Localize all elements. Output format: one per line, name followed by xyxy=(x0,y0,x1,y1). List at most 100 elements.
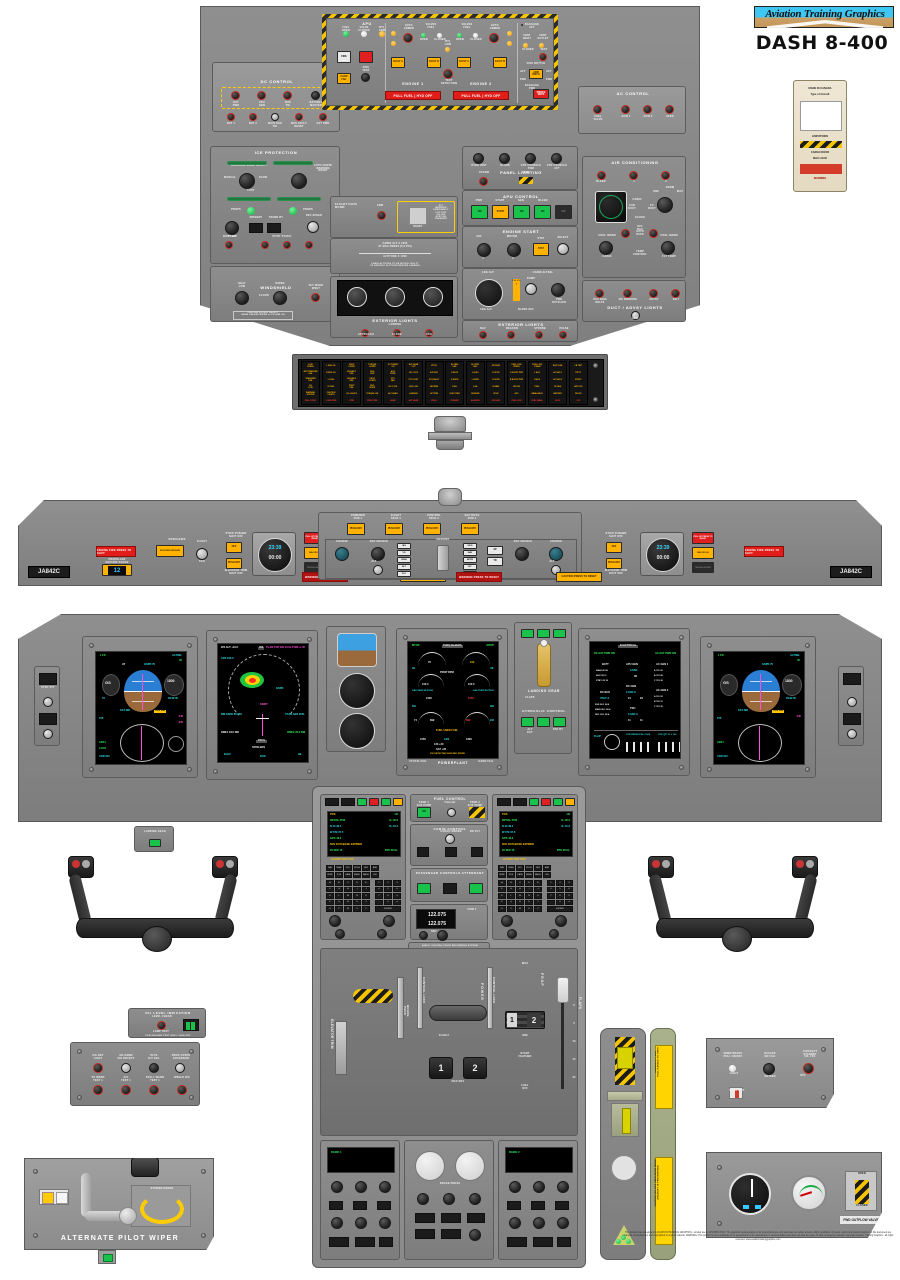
cdu-right-top-btn-1[interactable] xyxy=(497,798,511,806)
fg-mode-button[interactable]: FLC xyxy=(397,571,411,577)
cdu-alpha-key[interactable]: V xyxy=(335,906,343,912)
cdu-function-key[interactable]: ARR xyxy=(543,865,551,871)
cdu-number-key[interactable]: 8 xyxy=(384,893,392,899)
cdu-number-key[interactable]: 6 xyxy=(393,886,401,892)
cdu-l-knob-4[interactable] xyxy=(377,929,387,939)
cdu-number-key[interactable]: +/- xyxy=(565,899,573,905)
ac-bleed-knob[interactable] xyxy=(597,171,606,180)
course-left-knob[interactable] xyxy=(335,547,349,561)
engine-stat-cont-button[interactable]: STAT xyxy=(533,243,549,256)
cdu-alpha-key[interactable]: A xyxy=(326,880,334,886)
pedestal-ll-knob-4[interactable] xyxy=(331,1217,343,1229)
cdu-r-knob-1[interactable] xyxy=(501,915,513,927)
ac-pack1-knob[interactable] xyxy=(629,171,638,180)
prop-ovspd-gov-knob[interactable] xyxy=(175,1063,185,1073)
pedestal-lr-knob-3[interactable] xyxy=(557,1181,569,1193)
pax-ctrl-btn-1[interactable] xyxy=(417,883,431,894)
cdu-alpha-key[interactable]: Y xyxy=(534,906,542,912)
prop-deice-knob[interactable] xyxy=(225,221,239,235)
cdu-number-key[interactable]: 0 xyxy=(384,899,392,905)
cdu-alpha-key[interactable]: W xyxy=(344,906,352,912)
flaps-lever[interactable] xyxy=(557,977,569,1003)
dc-bat2-knob[interactable] xyxy=(249,113,257,121)
pedestal-lr-btn-4[interactable] xyxy=(507,1237,527,1247)
cdu-function-key[interactable]: NAV xyxy=(498,865,506,871)
cdu-number-key[interactable]: 9 xyxy=(393,893,401,899)
engine-select-knob[interactable] xyxy=(557,243,569,255)
power-lever-2[interactable]: 2 xyxy=(463,1057,487,1079)
elev-trim-push-off-right[interactable]: PUSH OFF xyxy=(606,558,622,569)
stick-pusher-off-right[interactable]: OFF xyxy=(606,542,622,553)
aircraft-standby-knob[interactable] xyxy=(803,1063,814,1074)
cdu-number-key[interactable]: 1 xyxy=(547,880,555,886)
pedestal-ll-knob-5[interactable] xyxy=(355,1217,367,1229)
advsy-knob[interactable] xyxy=(649,289,658,298)
left-side-knob2[interactable] xyxy=(43,729,53,739)
cdu-l-knob-3[interactable] xyxy=(335,929,345,939)
wiper-power-switch[interactable] xyxy=(98,1250,116,1264)
fg-mode-button[interactable]: VS xyxy=(397,550,411,556)
gear-lever[interactable] xyxy=(537,643,551,687)
cdu-function-key[interactable]: PERF xyxy=(498,872,506,878)
caution-right-button[interactable]: CAUTION PRESS TO RESET xyxy=(556,572,602,582)
cdu-number-key[interactable]: 3 xyxy=(565,880,573,886)
cdu-alpha-key[interactable]: H xyxy=(344,886,352,892)
right-side-knob[interactable] xyxy=(847,697,857,707)
cdu-left-top-btn-4[interactable] xyxy=(369,798,379,806)
cdu-number-key[interactable]: 3 xyxy=(393,880,401,886)
pedestal-lc-btn-5[interactable] xyxy=(441,1229,461,1239)
cdu-alpha-key[interactable]: L xyxy=(335,893,343,899)
control-yoke-right[interactable] xyxy=(640,850,840,960)
cdu-alpha-key[interactable]: S xyxy=(525,899,533,905)
radio-tune-knob-small[interactable] xyxy=(419,931,428,940)
cdu-function-key[interactable]: MENU xyxy=(525,872,533,878)
pedestal-lower-right-screen[interactable]: RADIO 2 xyxy=(505,1147,573,1173)
pedestal-lr-knob-5[interactable] xyxy=(533,1217,545,1229)
cdu-alpha-key[interactable]: M xyxy=(344,893,352,899)
pedestal-ll-knob-2[interactable] xyxy=(355,1181,367,1193)
fg-mode-button[interactable]: NAV xyxy=(463,550,477,556)
pedestal-lc-knob-1[interactable] xyxy=(417,1193,429,1205)
cdu-l-knob-2[interactable] xyxy=(383,915,395,927)
wiper-knob[interactable] xyxy=(273,291,287,305)
apu-start-button[interactable]: START xyxy=(492,205,509,219)
cabin-dump-knob[interactable] xyxy=(525,283,537,295)
pedestal-lc-btn-1[interactable] xyxy=(415,1213,435,1223)
cdu-alpha-key[interactable]: M xyxy=(516,893,524,899)
cdu-function-key[interactable]: POS xyxy=(335,872,343,878)
pedestal-ll-knob-1[interactable] xyxy=(331,1181,343,1193)
ac-test-knob[interactable] xyxy=(121,1085,131,1095)
cdu-alpha-key[interactable]: L xyxy=(507,893,515,899)
cdu-alpha-key[interactable]: S xyxy=(353,899,361,905)
cdu-alpha-key[interactable]: C xyxy=(344,880,352,886)
pedestal-ll-btn-3[interactable] xyxy=(377,1201,391,1210)
apu-fire-test-knob[interactable] xyxy=(361,73,370,82)
cdu-left-top-btn-5[interactable] xyxy=(381,798,391,806)
on-grnd-ice-knob[interactable] xyxy=(121,1063,131,1073)
cdu-alpha-key[interactable]: R xyxy=(344,899,352,905)
cdu-function-key[interactable]: VNAV xyxy=(335,865,343,871)
cdu-alpha-key[interactable]: W xyxy=(516,906,524,912)
pedestal-ll-btn-1[interactable] xyxy=(329,1201,343,1210)
prop-lever-2[interactable]: 2 xyxy=(527,1013,541,1027)
nd-left-screen[interactable]: WX ALT +10.0 ADF 310.0 356 PLAN TOP ICE … xyxy=(217,643,309,763)
cdu-alpha-key[interactable]: N xyxy=(353,893,361,899)
cdu-number-key[interactable]: 8 xyxy=(556,893,564,899)
ac-emer-knob[interactable] xyxy=(621,229,630,238)
cdu-number-key[interactable]: 2 xyxy=(556,880,564,886)
ctr-console-fwd-knob[interactable] xyxy=(525,153,536,164)
arm-knob[interactable] xyxy=(631,311,640,320)
cdu-alpha-key[interactable]: T xyxy=(534,899,542,905)
cdu-number-key[interactable]: . xyxy=(375,899,383,905)
cdu-r-knob-2[interactable] xyxy=(555,915,567,927)
cdu-alpha-key[interactable]: F xyxy=(326,886,334,892)
smoke-detn-light[interactable]: SMOKE DETN xyxy=(533,89,549,99)
cdu-alpha-key[interactable]: J xyxy=(362,886,370,892)
apu-bleed-button[interactable]: ON xyxy=(534,205,551,219)
